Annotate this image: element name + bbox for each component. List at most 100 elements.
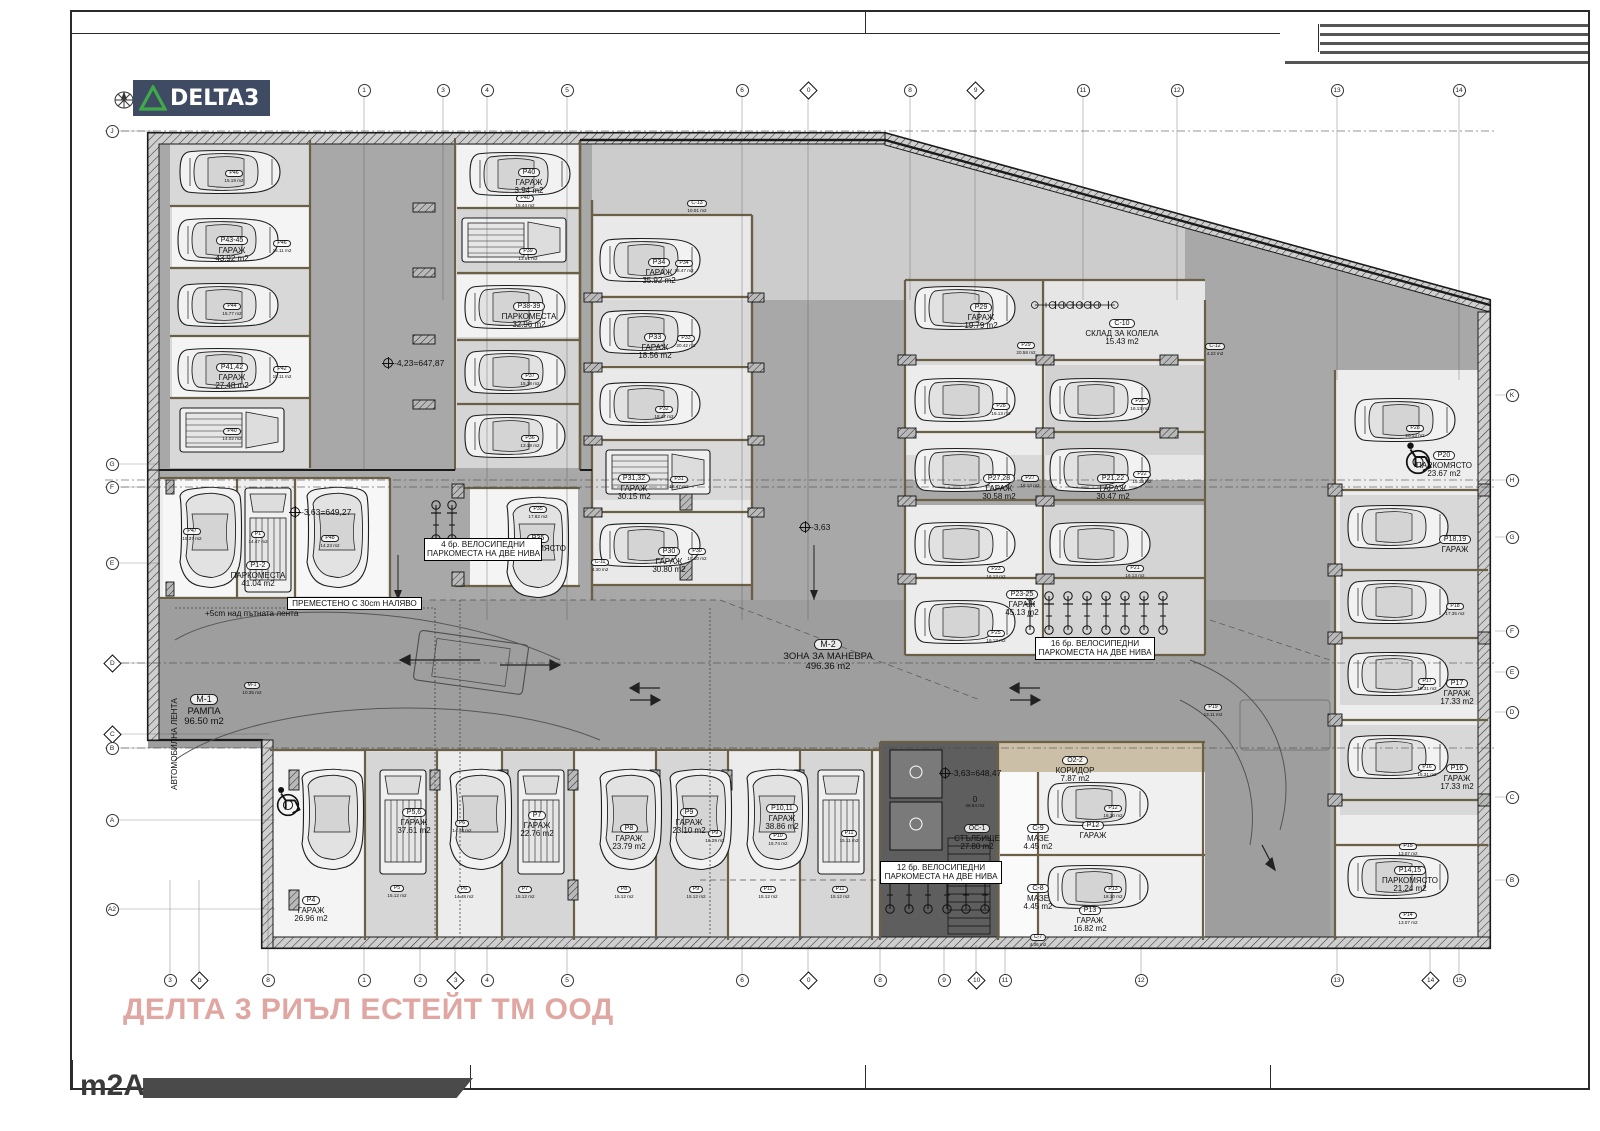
grid-bubble-bottom-6: 4 [480,973,494,987]
grid-bubble-right-5: D [1505,705,1519,719]
grid-bubble-left-8: A2 [105,902,119,916]
grid-bubble-label: 11 [1001,976,1009,984]
grid-bubble-top-2: 4 [480,83,494,97]
grid-bubble-left-6: B [105,741,119,755]
grid-bubble-label: 1 [362,976,366,984]
grid-bubble-label: 8 [266,976,270,984]
note-shift: ПРЕМЕСТЕНО С 30cm НАЛЯВО [287,597,422,611]
grid-bubble-label: 4 [485,86,489,94]
elevation-symbol-icon [939,767,951,779]
grid-bubble-label: D [109,659,115,667]
grid-bubble-label: 3 [441,86,445,94]
grid-bubble-label: K [1509,391,1515,399]
title-block-stripe [1320,42,1588,45]
frame-vert-mid3 [865,1065,866,1090]
elev-core: -3,63=648,47 [939,767,1002,779]
m2a-logo-bar [143,1078,474,1098]
grid-bubble-label: 8 [878,976,882,984]
grid-bubble-label: b [197,976,201,984]
grid-bubble-bottom-10: 8 [873,973,887,987]
grid-bubble-left-2: F [105,480,119,494]
grid-bubble-label: 12 [1173,86,1181,94]
title-block-stripe [1285,61,1588,64]
logo-text: DELTA3 [170,85,260,111]
watermark-text: ДЕЛТА 3 РИЪЛ ЕСТЕЙТ ТМ ООД [123,993,614,1026]
frame-vert-mid2 [470,1065,471,1090]
frame-vert-mid4 [1270,1065,1271,1090]
grid-bubble-label: B [109,744,115,752]
grid-bubble-label: 3 [168,976,172,984]
grid-bubble-label: 6 [740,976,744,984]
grid-bubble-label: 13 [1333,86,1341,94]
grid-bubble-right-1: H [1505,473,1519,487]
note-line: 16 бр. ВЕЛОСИПЕДНИ [1050,639,1140,648]
grid-bubble-top-6: 8 [903,83,917,97]
note-line: 4 бр. ВЕЛОСИПЕДНИ [441,540,525,549]
grid-bubble-top-11: 14 [1452,83,1466,97]
note-line: 12 бр. ВЕЛОСИПЕДНИ [896,863,986,872]
frame-right [1588,10,1590,1090]
grid-bubble-label: 0 [806,86,810,94]
grid-bubble-label: 8 [908,86,912,94]
note-line: ПАРКОМЕСТА НА ДВЕ НИВА [1038,648,1152,658]
grid-bubble-label: F [1510,627,1514,635]
grid-bubble-top-10: 13 [1330,83,1344,97]
grid-bubble-label: 4 [485,976,489,984]
grid-bubble-bottom-7: 5 [560,973,574,987]
grid-bubble-label: 5 [565,976,569,984]
grid-bubble-bottom-11: 9 [937,973,951,987]
grid-bubble-left-1: G [105,457,119,471]
grid-bubble-label: C [109,730,115,738]
grid-bubble-bottom-2: 8 [261,973,275,987]
grid-bubble-label: 14 [1426,976,1434,984]
grid-bubble-bottom-4: 2 [413,973,427,987]
frame-top-inner [70,33,1280,34]
grid-bubble-label: 11 [1079,86,1087,94]
title-block-stripe [1320,33,1588,36]
elev-main: -4,23=647,87 [382,357,445,369]
grid-bubble-label: E [1509,668,1515,676]
title-block-stripe [1320,51,1588,54]
grid-bubble-left-7: A [105,813,119,827]
grid-bubble-bottom-0: 3 [163,973,177,987]
triangle-icon [139,85,167,111]
grid-bubble-bottom-15: 13 [1330,973,1344,987]
grid-bubble-top-8: 11 [1076,83,1090,97]
grid-bubble-left-0: J [105,124,119,138]
grid-bubble-right-0: K [1505,388,1519,402]
grid-bubble-bottom-8: 6 [735,973,749,987]
grid-bubble-label: D [1509,708,1515,716]
grid-bubble-label: 9 [942,976,946,984]
elev-ramp: -3,63 [799,521,830,533]
grid-bubble-right-7: B [1505,873,1519,887]
frame-vert-mid [865,10,866,34]
note-line: ПРЕМЕСТЕНО С 30cm НАЛЯВО [292,599,417,608]
title-block-divider [1318,24,1319,52]
m2a-footer-logo: m2A [80,1068,474,1101]
elevation-symbol-icon [382,357,394,369]
frame-top-outer [70,10,1590,12]
grid-bubble-bottom-3: 1 [357,973,371,987]
grid-bubble-bottom-17: 15 [1452,973,1466,987]
grid-bubble-label: F [110,483,114,491]
grid-bubble-label: 9 [973,86,977,94]
grid-bubble-right-3: F [1505,624,1519,638]
grid-bubble-label: 6 [740,86,744,94]
frame-bottom [70,1088,1590,1090]
elevation-value: -3,63=648,47 [951,768,1002,778]
note-line: ПАРКОМЕСТА НА ДВЕ НИВА [884,872,998,882]
note-roadband: +5cm над пътната лента [205,609,299,618]
grid-bubble-top-1: 3 [436,83,450,97]
grid-bubble-bottom-14: 12 [1134,973,1148,987]
elevation-symbol-icon [289,506,301,518]
frame-left [70,10,72,1090]
grid-bubble-label: 0 [806,976,810,984]
delta3-logo: DELTA3 [133,80,270,116]
grid-bubble-right-2: G [1505,530,1519,544]
elevation-value: -4,23=647,87 [394,358,445,368]
grid-bubble-label: G [1509,533,1515,541]
